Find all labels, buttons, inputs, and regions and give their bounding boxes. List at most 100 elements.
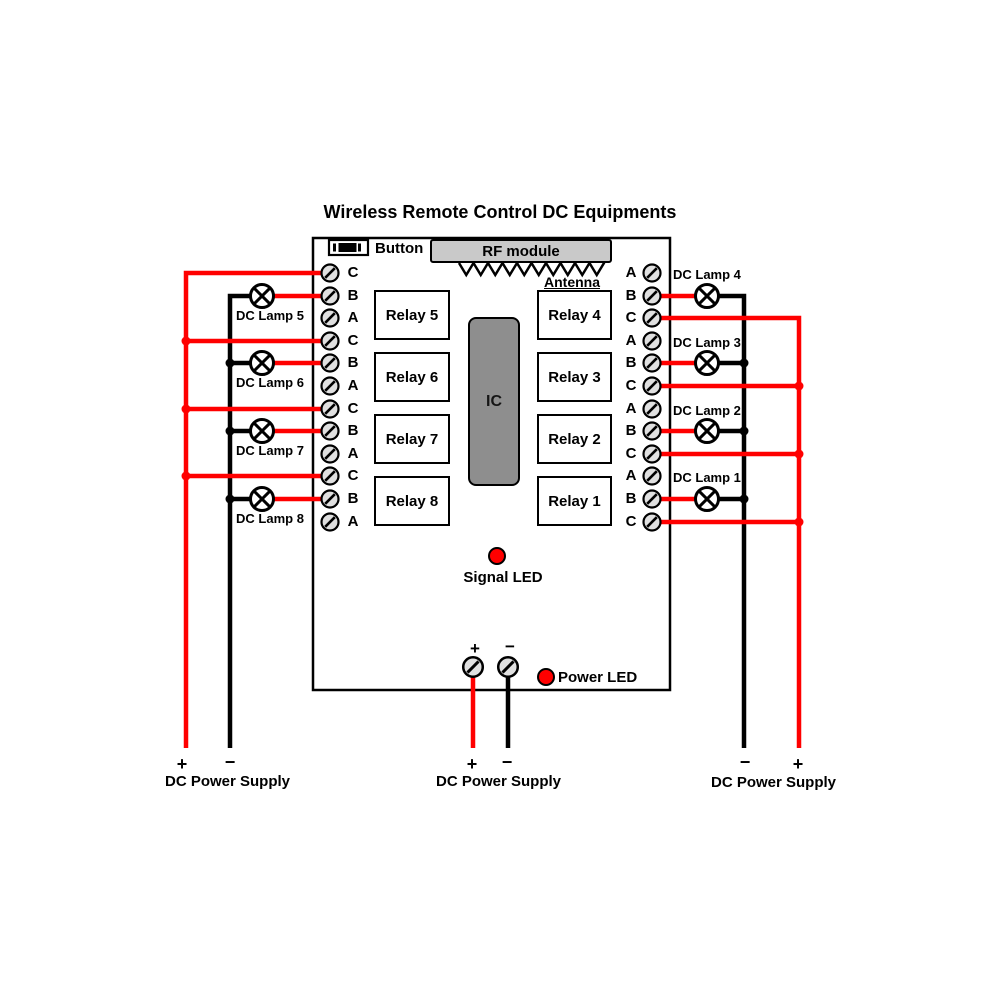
terminal-label: A — [625, 332, 637, 349]
lamp-icon — [249, 350, 275, 376]
antenna-icon — [457, 250, 606, 278]
terminal-label: C — [625, 445, 637, 462]
screw-terminal-icon — [642, 331, 662, 351]
screw-terminal-icon — [320, 263, 340, 283]
supply-plus-sign: + — [176, 754, 188, 774]
lamp-label: DC Lamp 7 — [236, 443, 304, 458]
screw-terminal-icon — [642, 263, 662, 283]
signal-led-icon — [488, 547, 506, 565]
terminal-label: A — [347, 445, 359, 462]
relay-box: Relay 4 — [537, 290, 612, 340]
rf-module: RF module — [430, 239, 612, 263]
screw-terminal-icon — [642, 512, 662, 532]
power-supply-label: DC Power Supply — [164, 773, 291, 790]
button-icon — [327, 238, 370, 257]
screw-terminal-icon — [642, 399, 662, 419]
power-terminal-plus-sign: + — [470, 639, 480, 658]
terminal-label: C — [347, 264, 359, 281]
lamp-icon — [694, 486, 720, 512]
wire — [652, 383, 799, 525]
screw-terminal-icon — [320, 489, 340, 509]
relay-box: Relay 6 — [374, 352, 450, 402]
relay-box: Relay 8 — [374, 476, 450, 526]
supply-plus-sign: + — [466, 754, 478, 774]
page-title: Wireless Remote Control DC Equipments — [323, 202, 677, 222]
right-positive-wires — [652, 293, 802, 748]
power-minus-terminal-icon — [496, 655, 520, 679]
screw-terminal-icon — [320, 353, 340, 373]
screw-terminal-icon — [642, 376, 662, 396]
wire — [186, 338, 332, 479]
terminal-label: B — [347, 490, 359, 507]
power-supply-label: DC Power Supply — [710, 774, 837, 791]
terminal-label: A — [625, 467, 637, 484]
lamp-label: DC Lamp 8 — [236, 511, 304, 526]
left-junction-dots — [181, 336, 235, 504]
relay-box: Relay 3 — [537, 352, 612, 402]
lamp-label: DC Lamp 5 — [236, 308, 304, 323]
terminal-label: A — [347, 309, 359, 326]
screw-terminal-icon — [642, 489, 662, 509]
lamp-label: DC Lamp 1 — [673, 470, 741, 485]
terminal-label: B — [625, 287, 637, 304]
terminal-label: B — [347, 287, 359, 304]
screw-terminal-icon — [320, 308, 340, 328]
right-junction-dots — [739, 358, 804, 527]
relay-box: Relay 1 — [537, 476, 612, 526]
terminal-label: B — [347, 422, 359, 439]
supply-minus-sign: − — [501, 752, 513, 772]
relay-box: Relay 7 — [374, 414, 450, 464]
lamp-icon — [249, 283, 275, 309]
screw-terminal-icon — [642, 444, 662, 464]
terminal-label: A — [625, 400, 637, 417]
screw-terminal-icon — [320, 466, 340, 486]
terminal-label: B — [625, 354, 637, 371]
terminal-label: C — [625, 309, 637, 326]
power-terminal-minus-sign: − — [505, 637, 515, 656]
lamp-icon — [694, 418, 720, 444]
wire — [262, 293, 332, 502]
screw-terminal-icon — [320, 421, 340, 441]
power-plus-terminal-icon — [461, 655, 485, 679]
terminal-label: B — [625, 422, 637, 439]
terminal-label: C — [347, 400, 359, 417]
screw-terminal-icon — [642, 286, 662, 306]
supply-minus-sign: − — [224, 752, 236, 772]
lamp-icon — [249, 418, 275, 444]
terminal-label: C — [625, 377, 637, 394]
screw-terminal-icon — [320, 376, 340, 396]
lamp-label: DC Lamp 3 — [673, 335, 741, 350]
screw-terminal-icon — [320, 331, 340, 351]
supply-minus-sign: − — [739, 752, 751, 772]
relay-box: Relay 2 — [537, 414, 612, 464]
screw-terminal-icon — [642, 421, 662, 441]
wire — [652, 315, 802, 748]
screw-terminal-icon — [320, 444, 340, 464]
lamp-label: DC Lamp 2 — [673, 403, 741, 418]
lamp-label: DC Lamp 4 — [673, 267, 741, 282]
terminal-label: B — [347, 354, 359, 371]
terminal-label: A — [347, 377, 359, 394]
wire — [652, 293, 707, 502]
screw-terminal-icon — [642, 353, 662, 373]
lamp-icon — [694, 283, 720, 309]
lamp-icon — [249, 486, 275, 512]
screw-terminal-icon — [320, 399, 340, 419]
power-led-icon — [537, 668, 555, 686]
screw-terminal-icon — [642, 466, 662, 486]
lamp-label: DC Lamp 6 — [236, 375, 304, 390]
power-led-label: Power LED — [558, 669, 638, 686]
signal-led-label: Signal LED — [463, 569, 543, 586]
terminal-label: B — [625, 490, 637, 507]
terminal-label: C — [347, 332, 359, 349]
screw-terminal-icon — [642, 308, 662, 328]
terminal-label: C — [347, 467, 359, 484]
terminal-label: C — [625, 513, 637, 530]
screw-terminal-icon — [320, 286, 340, 306]
left-positive-wires — [183, 270, 332, 748]
terminal-label: A — [347, 513, 359, 530]
button-label: Button — [375, 240, 424, 257]
antenna-label: Antenna — [544, 274, 600, 290]
